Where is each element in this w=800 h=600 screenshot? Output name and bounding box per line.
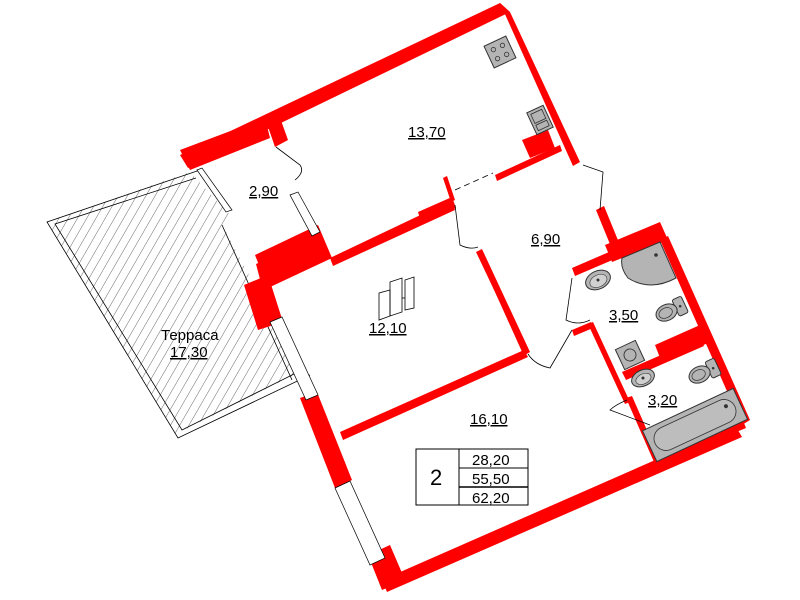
- hall-area: 2,90: [249, 183, 278, 200]
- terrace-area: 17,30: [170, 344, 208, 361]
- total-with-terrace: 62,20: [472, 490, 510, 507]
- terrace-name: Терраса: [161, 327, 219, 344]
- terrace-hatch: [47, 172, 300, 434]
- living-room-area: 16,10: [470, 411, 508, 428]
- walls: [180, 3, 750, 592]
- rooms-count: 2: [430, 465, 442, 490]
- bedroom-area: 12,10: [369, 320, 407, 337]
- summary-frame: [415, 448, 529, 506]
- toilet-2-icon: [688, 358, 722, 384]
- kitchen-sink-icon: [526, 104, 554, 136]
- shower-icon: [621, 241, 677, 286]
- living-area: 28,20: [472, 452, 510, 469]
- terrace-outline-outer: [46, 169, 311, 439]
- room-labels: 13,70 2,90 6,90 12,10 3,50 3,20 16,10 Те…: [161, 124, 677, 428]
- terrace-outline-inner: [54, 177, 307, 431]
- fixtures: [378, 35, 749, 463]
- living-door: [527, 329, 573, 369]
- bathroom-2-area: 3,20: [648, 392, 677, 409]
- doors: [275, 146, 651, 426]
- bedroom-door: [454, 204, 479, 249]
- area-summary: 2 28,20 55,50 62,20: [415, 448, 529, 507]
- washing-machine-icon: [614, 339, 646, 371]
- bathroom-1-door: [565, 277, 591, 324]
- wardrobe-icon: [378, 276, 415, 321]
- stove-icon: [483, 35, 517, 69]
- kitchen-area: 13,70: [408, 124, 446, 141]
- corridor-area: 6,90: [531, 231, 560, 248]
- total-area: 55,50: [472, 471, 510, 488]
- bathroom-1-area: 3,50: [609, 307, 638, 324]
- hall-door: [275, 146, 303, 181]
- windows: [196, 167, 386, 566]
- bathroom-2-door: [609, 399, 651, 426]
- kitchen-divider: [454, 172, 494, 191]
- washbasin-2-icon: [631, 368, 655, 388]
- bathtub-icon: [641, 387, 749, 463]
- toilet-icon: [655, 296, 689, 322]
- terrace: [46, 169, 311, 439]
- corridor-door: [582, 164, 604, 211]
- washbasin-icon: [585, 269, 611, 291]
